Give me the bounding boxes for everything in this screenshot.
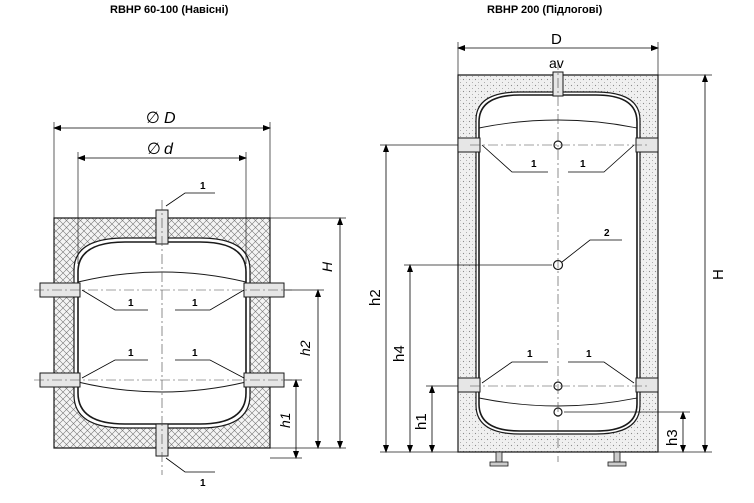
left-diagram-title: RBHP 60-100 (Навісні): [110, 4, 229, 16]
left-callout-top: 1: [200, 181, 206, 192]
left-diameter-symbol-outer: ∅: [146, 110, 160, 127]
right-callout-sensor: 2: [604, 228, 610, 239]
right-tank-drawing: [380, 42, 712, 467]
right-callout-lower-right: 1: [586, 349, 592, 360]
right-dim-h4: h4: [391, 345, 408, 362]
right-dim-av: av: [549, 55, 564, 71]
left-dim-D: D: [164, 110, 176, 127]
left-callout-bottom: 1: [200, 478, 206, 489]
left-callout-lower-left: 1: [128, 348, 134, 359]
left-dim-h2: h2: [297, 340, 313, 356]
right-callout-lower-left: 1: [527, 349, 533, 360]
right-dim-h3: h3: [664, 429, 681, 446]
right-dim-h1: h1: [413, 413, 430, 430]
right-diagram-title: RBHP 200 (Підлогові): [487, 4, 603, 16]
right-callout-upper-right: 1: [580, 159, 586, 170]
right-dim-D: D: [551, 31, 562, 48]
left-diameter-symbol-inner: ∅: [147, 141, 161, 158]
right-dim-h2: h2: [367, 289, 384, 306]
left-callout-upper-right: 1: [192, 298, 198, 309]
right-dim-H: H: [710, 269, 727, 280]
left-callout-upper-left: 1: [128, 298, 134, 309]
left-tank-drawing: [34, 122, 346, 475]
right-callout-upper-left: 1: [531, 159, 537, 170]
left-dim-H: H: [319, 261, 335, 272]
left-dim-d: d: [164, 141, 174, 158]
left-dim-h1: h1: [277, 412, 293, 428]
left-callout-lower-right: 1: [192, 348, 198, 359]
